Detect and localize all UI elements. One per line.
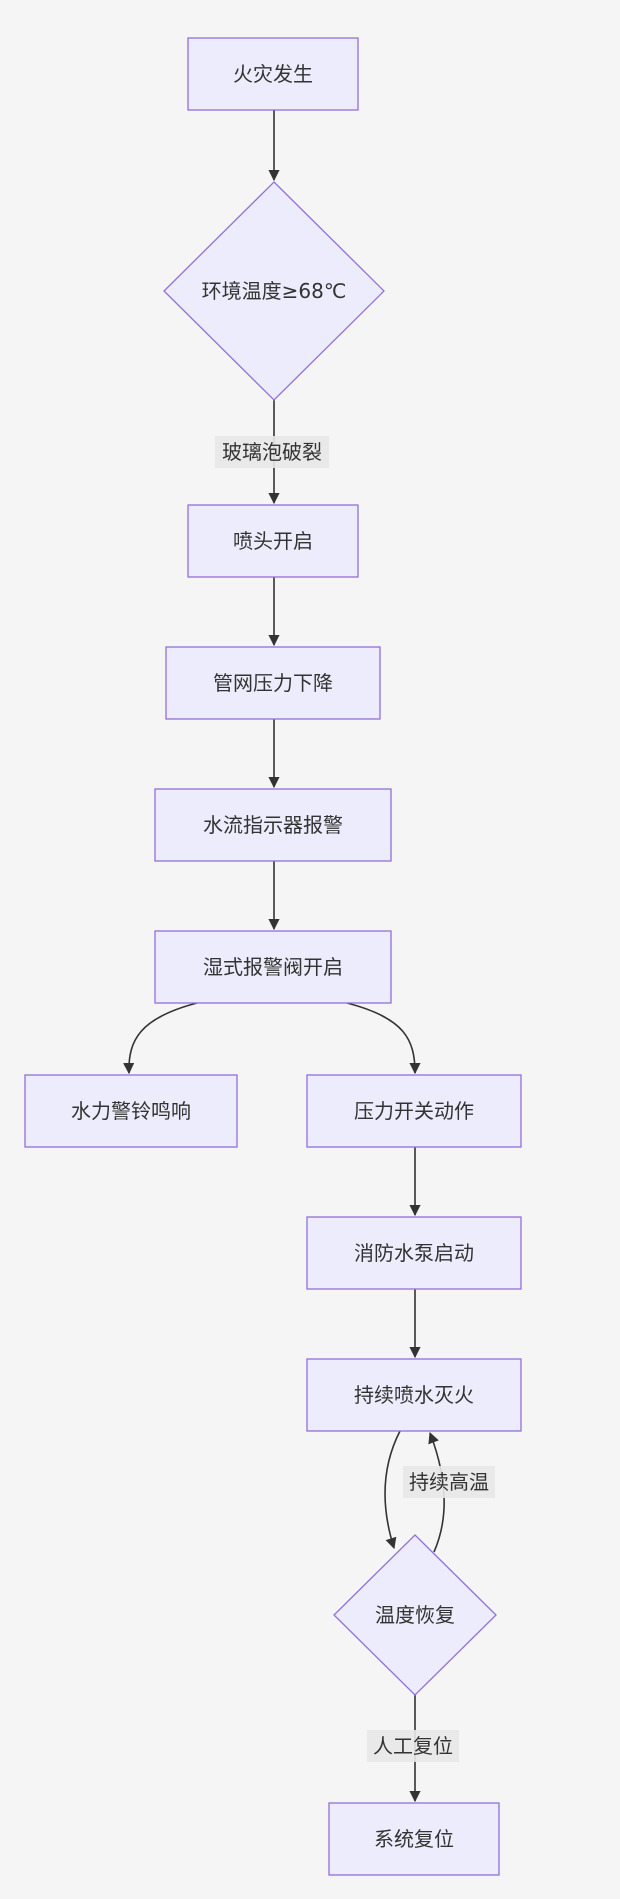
edge-label-high-temp: 持续高温	[403, 1466, 495, 1498]
node-wet-valve: 湿式报警阀开启	[154, 930, 392, 1004]
node-sprinkler-open: 喷头开启	[187, 504, 359, 578]
edges	[123, 110, 445, 1803]
node-temp-check-label: 环境温度≥68℃	[202, 279, 347, 303]
node-pressure-switch: 压力开关动作	[306, 1074, 522, 1148]
node-temp-check: 环境温度≥68℃	[163, 181, 385, 401]
edge-label-high-temp-text: 持续高温	[409, 1470, 489, 1494]
node-pressure-drop: 管网压力下降	[165, 646, 381, 720]
edge-wet-valve-to-bell	[123, 1002, 198, 1075]
node-pressure-drop-label: 管网压力下降	[213, 671, 333, 695]
edge-label-manual-reset: 人工复位	[367, 1730, 459, 1762]
node-bell: 水力警铃鸣响	[24, 1074, 238, 1148]
node-spray-label: 持续喷水灭火	[354, 1383, 474, 1407]
node-pressure-switch-label: 压力开关动作	[354, 1099, 474, 1123]
node-fire: 火灾发生	[187, 37, 359, 111]
node-flow-alarm: 水流指示器报警	[154, 788, 392, 862]
node-sprinkler-open-label: 喷头开启	[233, 529, 313, 553]
node-temp-recover: 温度恢复	[333, 1534, 497, 1696]
edge-label-bulb-burst: 玻璃泡破裂	[215, 436, 329, 468]
node-reset-label: 系统复位	[374, 1827, 454, 1851]
edge-temp-recover-to-spray	[428, 1431, 445, 1553]
node-fire-label: 火灾发生	[233, 62, 313, 86]
node-spray: 持续喷水灭火	[306, 1358, 522, 1432]
node-temp-recover-label: 温度恢复	[375, 1603, 455, 1627]
edge-label-bulb-burst-text: 玻璃泡破裂	[222, 440, 322, 464]
edge-label-manual-reset-text: 人工复位	[373, 1734, 453, 1758]
node-flow-alarm-label: 水流指示器报警	[203, 813, 343, 837]
node-pump-start: 消防水泵启动	[306, 1216, 522, 1290]
edge-spray-to-temp-recover	[384, 1430, 401, 1550]
edge-wet-valve-to-pressure-switch	[346, 1002, 421, 1075]
node-bell-label: 水力警铃鸣响	[71, 1099, 191, 1123]
node-pump-start-label: 消防水泵启动	[354, 1241, 474, 1265]
node-wet-valve-label: 湿式报警阀开启	[203, 955, 343, 979]
node-reset: 系统复位	[328, 1802, 500, 1876]
